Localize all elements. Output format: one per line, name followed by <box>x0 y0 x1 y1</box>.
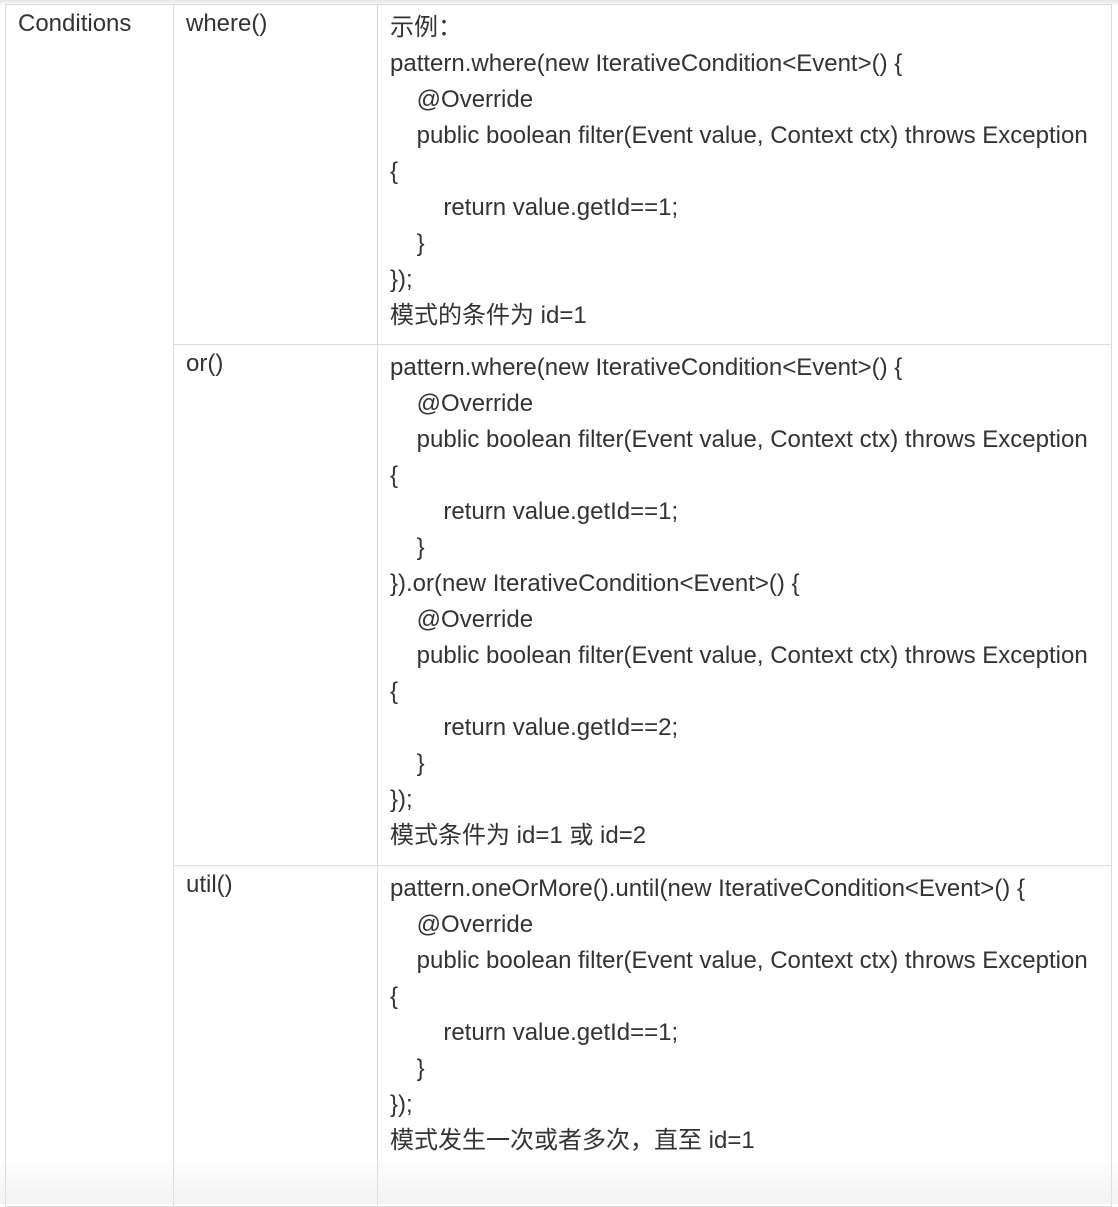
method-name: where() <box>186 10 267 37</box>
code-line: }).or(new IterativeCondition<Event>() { <box>390 566 1099 602</box>
code-line: return value.getId==1; <box>390 1015 1099 1051</box>
method-cell: util() <box>174 866 378 1207</box>
code-line: } <box>390 226 1099 262</box>
code-line: } <box>390 746 1099 782</box>
category-label: Conditions <box>18 10 131 37</box>
code-line: 模式的条件为 id=1 <box>390 298 1099 334</box>
code-line: @Override <box>390 602 1099 638</box>
code-line: public boolean filter(Event value, Conte… <box>390 422 1099 494</box>
code-line: pattern.where(new IterativeCondition<Eve… <box>390 46 1099 82</box>
method-name: util() <box>186 871 233 898</box>
method-cell: where() <box>174 5 378 345</box>
code-line: public boolean filter(Event value, Conte… <box>390 943 1099 1015</box>
code-line: 模式发生一次或者多次，直至 id=1 <box>390 1123 1099 1159</box>
table-row: Conditions where() 示例： pattern.where(new… <box>6 5 1112 345</box>
code-line: @Override <box>390 907 1099 943</box>
code-line: }); <box>390 1087 1099 1123</box>
code-line: 模式条件为 id=1 或 id=2 <box>390 818 1099 854</box>
category-cell: Conditions <box>6 5 174 1207</box>
method-cell: or() <box>174 345 378 866</box>
code-cell: pattern.oneOrMore().until(new IterativeC… <box>378 866 1112 1207</box>
code-line: }); <box>390 262 1099 298</box>
code-line: }); <box>390 782 1099 818</box>
code-line: @Override <box>390 82 1099 118</box>
code-line: 示例： <box>390 10 1099 46</box>
conditions-table: Conditions where() 示例： pattern.where(new… <box>5 4 1112 1207</box>
code-line: pattern.where(new IterativeCondition<Eve… <box>390 350 1099 386</box>
code-line: return value.getId==1; <box>390 190 1099 226</box>
code-cell: pattern.where(new IterativeCondition<Eve… <box>378 345 1112 866</box>
code-line: return value.getId==2; <box>390 710 1099 746</box>
code-cell: 示例： pattern.where(new IterativeCondition… <box>378 5 1112 345</box>
code-line: } <box>390 1051 1099 1087</box>
code-line: pattern.oneOrMore().until(new IterativeC… <box>390 871 1099 907</box>
code-line: } <box>390 530 1099 566</box>
code-line: public boolean filter(Event value, Conte… <box>390 118 1099 190</box>
code-line: public boolean filter(Event value, Conte… <box>390 638 1099 710</box>
code-line: return value.getId==1; <box>390 494 1099 530</box>
method-name: or() <box>186 350 223 377</box>
code-line: @Override <box>390 386 1099 422</box>
